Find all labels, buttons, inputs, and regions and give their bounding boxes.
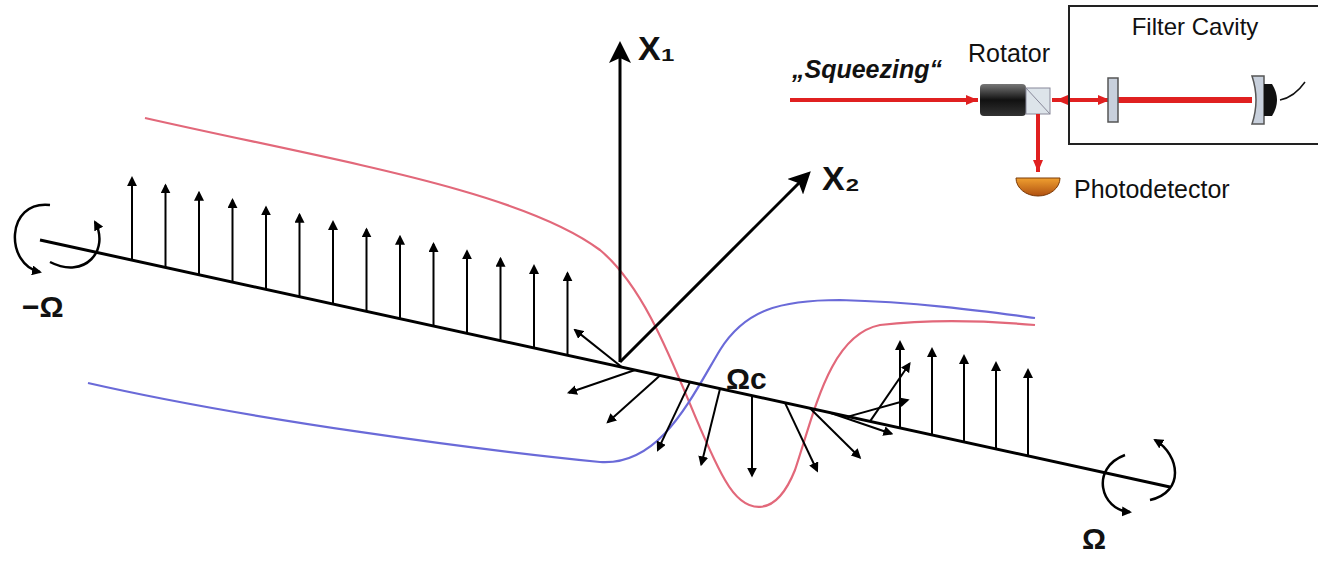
quadrature-vector	[533, 266, 535, 348]
splitter-face	[1026, 88, 1050, 114]
laser-beam	[1036, 114, 1040, 172]
frequency-label: −Ω	[22, 290, 64, 323]
frequency-label: Ω	[1082, 522, 1106, 555]
quadrature-vector	[963, 356, 965, 442]
blue-curve	[88, 300, 1035, 462]
box-title: Filter Cavity	[1070, 7, 1318, 41]
quadrature-vector	[399, 237, 401, 319]
x2-axis	[620, 174, 808, 362]
quadrature-vector	[466, 251, 468, 333]
rotation-left	[15, 205, 50, 272]
quadrature-vector	[433, 244, 435, 326]
rotation-left	[50, 222, 99, 267]
piezo	[1264, 84, 1277, 116]
quadrature-vectors	[132, 178, 1028, 476]
quadrature-vector	[899, 342, 901, 428]
quadrature-vector	[198, 193, 200, 275]
quadrature-vector	[567, 273, 569, 355]
quadrature-vector	[785, 403, 817, 471]
component-label: Rotator	[968, 40, 1050, 68]
quadrature-vector	[995, 363, 997, 449]
laser-beam	[790, 98, 978, 102]
filter-cavity-box: Filter Cavity	[1068, 5, 1318, 145]
quadrature-vector	[232, 200, 234, 282]
component-label: Photodetector	[1074, 176, 1230, 204]
beam-label: „Squeezing“	[792, 56, 942, 84]
quadrature-vector	[751, 396, 753, 476]
cavity-beam	[1118, 97, 1252, 103]
quadrature-vector	[1027, 370, 1029, 456]
rotator	[980, 84, 1026, 116]
laser-beam	[1052, 98, 1110, 102]
end-mirror	[1252, 76, 1264, 124]
rotation-right	[1150, 440, 1175, 500]
quadrature-vector	[569, 370, 635, 393]
quadrature-vector	[299, 215, 301, 297]
quadrature-vector	[658, 382, 690, 450]
quadrature-vector	[500, 259, 502, 341]
photodetector	[1016, 178, 1060, 196]
quadrature-vector	[131, 178, 133, 260]
quadrature-vector	[830, 413, 892, 434]
quadrature-vector	[701, 389, 720, 465]
frequency-label: Ωc	[726, 362, 767, 395]
beam-splitter	[1026, 88, 1050, 114]
quadrature-vector	[366, 229, 368, 311]
rotation-right	[1103, 455, 1130, 512]
axis-label: X₂	[822, 160, 860, 197]
quadrature-vector	[575, 330, 622, 367]
red-curve	[145, 118, 1035, 507]
cable	[1280, 82, 1305, 100]
x1-axis	[619, 45, 622, 362]
quadrature-vector	[332, 222, 334, 304]
quadrature-vector	[608, 376, 660, 423]
quadrature-vector	[165, 185, 167, 267]
quadrature-vector	[265, 207, 267, 289]
laser-beam	[1056, 98, 1100, 102]
frequency-axis	[40, 240, 1170, 487]
axis-label: X₁	[638, 30, 675, 67]
quadrature-vector	[870, 364, 910, 422]
input-mirror	[1108, 78, 1118, 122]
quadrature-vector	[931, 349, 933, 435]
